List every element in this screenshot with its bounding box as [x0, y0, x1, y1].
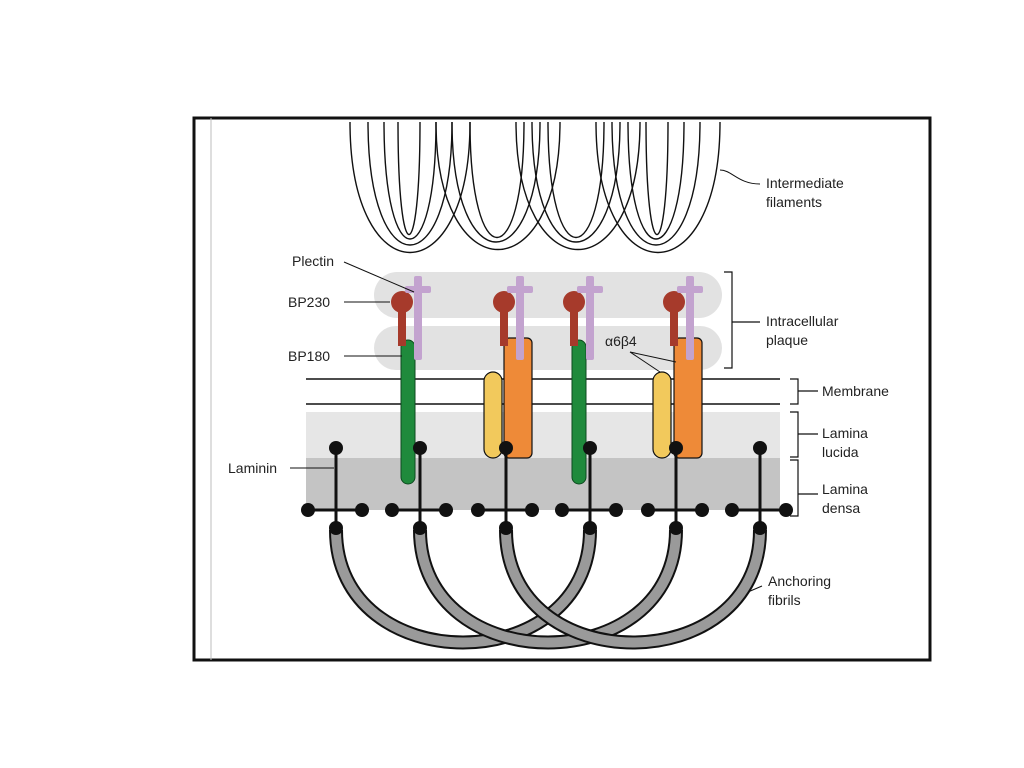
laminin-molecule	[725, 441, 793, 535]
intermediate-filament	[547, 121, 605, 239]
anchoring-fibrils	[329, 529, 767, 650]
intermediate-filaments-label-line2: filaments	[766, 194, 822, 210]
bp180-protein	[571, 339, 587, 485]
laminin-label: Laminin	[228, 460, 277, 476]
figure-frame	[192, 116, 932, 662]
anchoring-fibrils-label-line1: Anchoring	[768, 573, 831, 589]
intermediate-filament	[595, 121, 721, 254]
laminin-molecule	[641, 441, 709, 535]
bp230-protein	[391, 291, 413, 346]
bp180-protein	[400, 339, 416, 485]
intermediate-filament	[349, 121, 471, 254]
intermediate-filaments-label-line1: Intermediate	[766, 175, 844, 191]
laminin-molecule	[471, 441, 539, 535]
intracellular-plaque-lower	[374, 326, 722, 370]
plaque-label-line1: Intracellular	[766, 313, 839, 329]
bp230-label: BP230	[288, 294, 330, 310]
plectin-group	[405, 276, 703, 360]
intermediate-filament	[383, 121, 437, 240]
integrin-label: α6β4	[605, 333, 637, 349]
bp230-protein	[563, 291, 585, 346]
lamina-densa-bracket	[790, 459, 818, 517]
membrane-bracket	[790, 378, 818, 405]
plectin-label: Plectin	[292, 253, 334, 269]
alpha6-subunit	[483, 371, 503, 459]
plaque-label-line2: plaque	[766, 332, 808, 348]
anchoring-fibril	[331, 529, 595, 648]
lamina-densa-layer	[306, 458, 780, 510]
membrane-label: Membrane	[822, 383, 889, 399]
intermediate-filament	[367, 121, 453, 246]
intracellular-plaque-upper	[374, 272, 722, 318]
lamina-densa-label-line2: densa	[822, 500, 860, 516]
lamina-lucida-label-line1: Lamina	[822, 425, 868, 441]
plectin-protein	[577, 276, 603, 360]
plectin-protein	[507, 276, 533, 360]
intermediate-filament	[397, 121, 421, 236]
laminin-molecule	[555, 441, 623, 535]
anchoring-fibrils-label-line2: fibrils	[768, 592, 801, 608]
laminin-molecule	[385, 441, 453, 535]
lamina-lucida-layer	[306, 412, 780, 460]
intermediate-filament	[435, 121, 561, 251]
anchoring-fibril	[501, 529, 765, 648]
bp180-label: BP180	[288, 348, 330, 364]
intermediate-filaments	[349, 121, 721, 254]
intermediate-filament	[627, 121, 685, 240]
lamina-densa-label-line1: Lamina	[822, 481, 868, 497]
integrin-a6b4-2	[652, 337, 703, 459]
lamina-lucida-label-line2: lucida	[822, 444, 859, 460]
laminin-network	[301, 441, 793, 535]
filaments-pointer	[719, 169, 761, 185]
plectin-pointer	[343, 261, 415, 293]
intermediate-filament	[645, 121, 669, 236]
intermediate-filament	[611, 121, 701, 246]
lamina-lucida-bracket	[790, 411, 818, 458]
bp230-protein	[663, 291, 685, 346]
fibrils-pointer	[747, 585, 763, 593]
bp230-protein	[493, 291, 515, 346]
laminin-molecule	[301, 441, 369, 535]
integrin-a6b4-1	[483, 337, 533, 459]
plaque-bracket	[724, 271, 760, 369]
integrin-pointer-alpha	[629, 351, 661, 373]
integrin-pointer-beta	[629, 351, 677, 363]
bp230-group	[391, 291, 685, 346]
alpha6-subunit	[652, 371, 672, 459]
plectin-protein	[677, 276, 703, 360]
anchoring-fibril	[415, 529, 681, 648]
intermediate-filament	[515, 121, 641, 251]
